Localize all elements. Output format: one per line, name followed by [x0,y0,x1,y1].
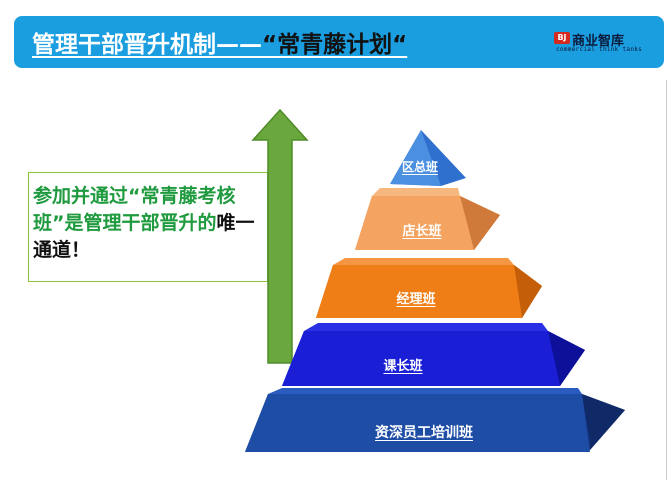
tier-label-senior-staff: 资深员工培训班 [375,425,473,441]
tier-label-manager: 经理班 [396,292,436,307]
logo-name: 商业智库 [572,34,625,49]
logo-subtitle: commercial think tanks [556,46,643,53]
logo-mark: BJ [554,32,570,44]
pyramid-tier-4 [282,323,585,386]
brand-logo: BJ 商业智库 commercial think tanks [554,30,654,54]
callout-text-main: 参加并通过“常青藤考核班”是管理干部晋升的 [33,185,236,234]
tier-label-section-chief: 课长班 [383,359,423,374]
pyramid-tier-3 [316,258,542,318]
header-bar: 管理干部晋升机制——“常青藤计划“ BJ 商业智库 commercial thi… [14,16,664,68]
tier-label-store-manager: 店长班 [402,224,442,239]
pyramid-tier-1 [390,130,466,186]
title-main: 管理干部晋升机制—— [32,32,262,58]
divider-line [666,80,667,480]
callout-text: 参加并通过“常青藤考核班”是管理干部晋升的唯一通道！ [33,183,265,264]
callout-text-emphasis: 唯一通道！ [33,212,255,261]
title-quote: “常青藤计划“ [262,32,408,58]
page-title: 管理干部晋升机制——“常青藤计划“ [32,25,407,59]
up-arrow-icon [251,108,309,364]
pyramid-tier-5 [245,388,625,452]
callout-box: 参加并通过“常青藤考核班”是管理干部晋升的唯一通道！ [28,172,268,282]
tier-label-regional: 区总班 [401,160,439,174]
pyramid-tier-2 [355,188,500,250]
